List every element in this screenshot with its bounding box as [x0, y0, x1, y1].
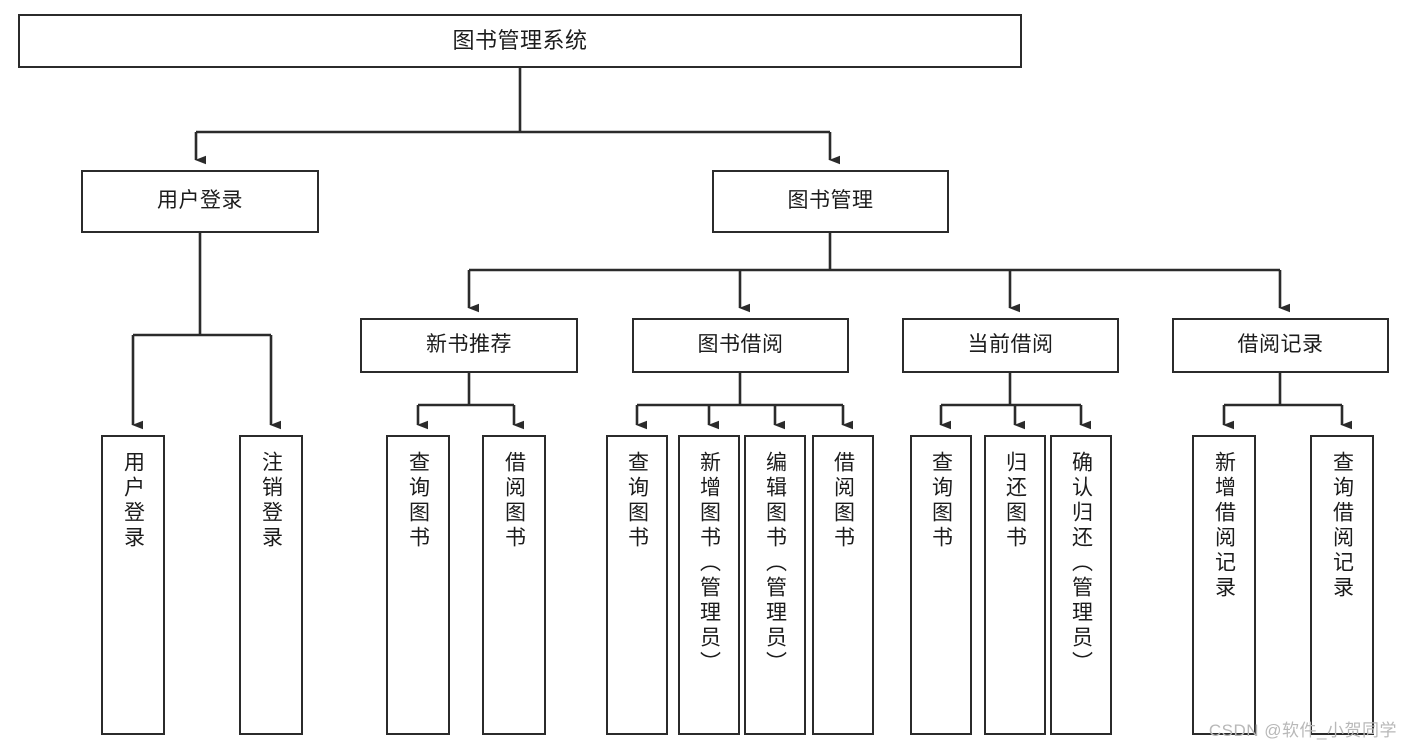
node-book-borrow-label: 图书借阅: [697, 333, 784, 357]
node-leaf-edit-book[interactable]: 编辑图书（管理员）: [744, 435, 806, 735]
node-leaf-label: 查询图书: [406, 451, 430, 551]
node-root[interactable]: 图书管理系统: [18, 14, 1022, 68]
node-book-borrow[interactable]: 图书借阅: [632, 318, 849, 373]
node-user-login-label: 用户登录: [157, 189, 243, 213]
node-leaf-label: 用户登录: [121, 451, 145, 551]
node-leaf-label: 借阅图书: [831, 451, 855, 551]
node-leaf-label: 新增借阅记录: [1212, 451, 1236, 601]
node-borrow-record[interactable]: 借阅记录: [1172, 318, 1389, 373]
node-new-book-rec[interactable]: 新书推荐: [360, 318, 578, 373]
node-leaf-user-login[interactable]: 用户登录: [101, 435, 165, 735]
node-book-manage-label: 图书管理: [787, 189, 874, 213]
node-new-book-rec-label: 新书推荐: [426, 333, 512, 357]
node-leaf-label: 注销登录: [259, 451, 283, 551]
node-leaf-borrow-book-rec[interactable]: 借阅图书: [482, 435, 546, 735]
node-leaf-query-book-borrow[interactable]: 查询图书: [606, 435, 668, 735]
node-current-borrow-label: 当前借阅: [967, 333, 1054, 357]
node-leaf-logout[interactable]: 注销登录: [239, 435, 303, 735]
node-leaf-label: 查询借阅记录: [1330, 451, 1354, 601]
node-leaf-confirm-return[interactable]: 确认归还（管理员）: [1050, 435, 1112, 735]
node-leaf-return-book[interactable]: 归还图书: [984, 435, 1046, 735]
node-leaf-label: 新增图书（管理员）: [697, 451, 721, 676]
node-root-label: 图书管理系统: [452, 28, 588, 54]
node-leaf-label: 借阅图书: [502, 451, 526, 551]
node-leaf-add-book[interactable]: 新增图书（管理员）: [678, 435, 740, 735]
node-leaf-label: 确认归还（管理员）: [1069, 451, 1093, 676]
node-book-manage[interactable]: 图书管理: [712, 170, 949, 233]
node-borrow-record-label: 借阅记录: [1237, 333, 1324, 357]
node-user-login[interactable]: 用户登录: [81, 170, 319, 233]
node-leaf-label: 归还图书: [1003, 451, 1027, 551]
node-leaf-add-record[interactable]: 新增借阅记录: [1192, 435, 1256, 735]
node-leaf-borrow-book[interactable]: 借阅图书: [812, 435, 874, 735]
node-leaf-query-record[interactable]: 查询借阅记录: [1310, 435, 1374, 735]
node-leaf-label: 查询图书: [929, 451, 953, 551]
csdn-watermark: CSDN @软件_小贺同学: [1208, 721, 1397, 740]
node-leaf-label: 编辑图书（管理员）: [763, 451, 787, 676]
node-leaf-query-book-cur[interactable]: 查询图书: [910, 435, 972, 735]
node-current-borrow[interactable]: 当前借阅: [902, 318, 1119, 373]
node-leaf-label: 查询图书: [625, 451, 649, 551]
node-leaf-query-book-rec[interactable]: 查询图书: [386, 435, 450, 735]
